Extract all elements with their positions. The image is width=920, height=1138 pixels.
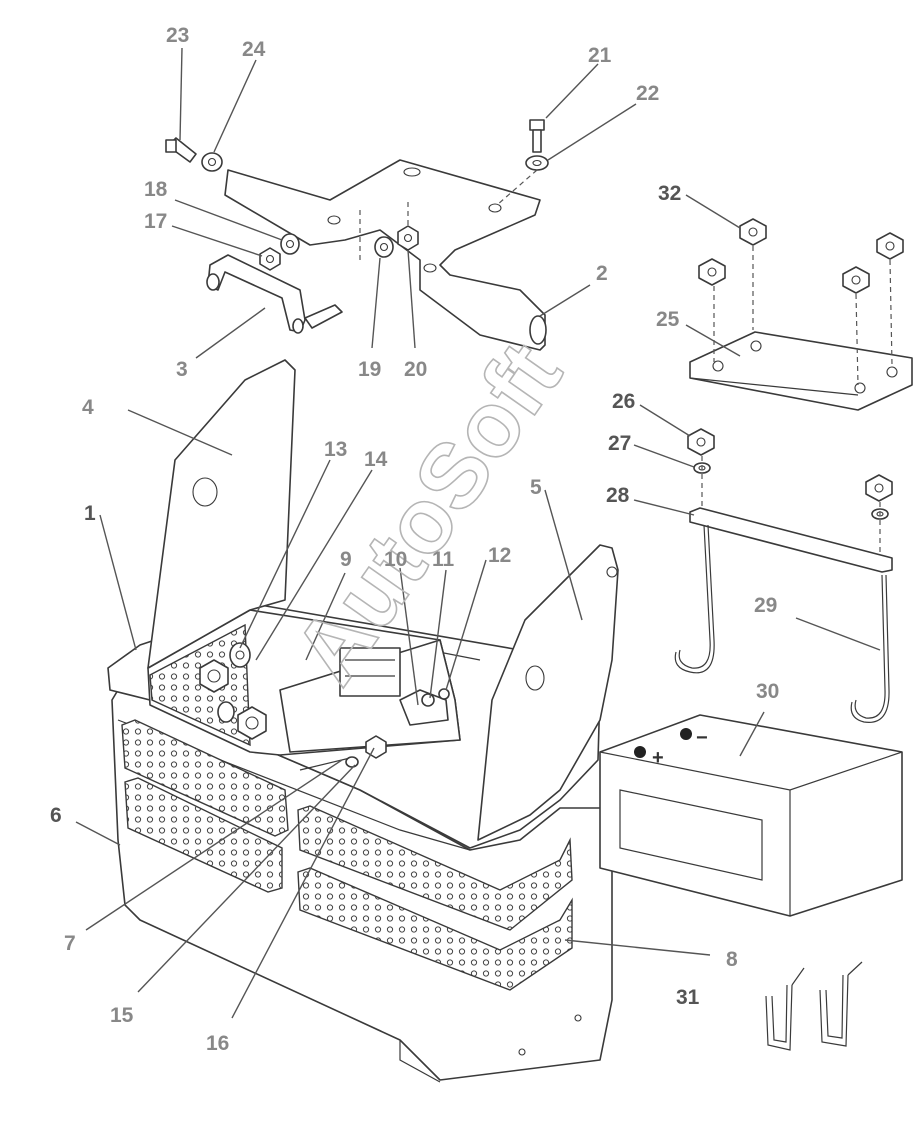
callout-32: 32: [658, 182, 681, 205]
bolt-21: [529, 119, 545, 153]
washer-19: [374, 236, 394, 258]
clamp-bar-28: [689, 507, 893, 573]
washer-24: [201, 152, 223, 172]
callout-3: 3: [176, 358, 188, 381]
callout-26: 26: [612, 390, 635, 413]
positive-symbol: +: [652, 747, 664, 769]
nut-20: [397, 225, 419, 251]
negative-terminal-icon: [680, 728, 692, 740]
grille-upper-right: [297, 805, 573, 931]
callout-30: 30: [756, 680, 779, 703]
callout-24: 24: [242, 38, 266, 61]
callout-2: 2: [596, 262, 608, 285]
callout-4: 4: [82, 396, 94, 419]
bracket-2: [224, 159, 547, 351]
callout-20: 20: [404, 358, 427, 381]
side-plate-right: [477, 544, 619, 841]
callout-18: 18: [144, 178, 168, 201]
side-plate-left: [147, 359, 296, 669]
callout-12: 12: [488, 544, 511, 567]
grille-lower-right: [297, 867, 573, 991]
callout-31: 31: [676, 986, 700, 1009]
callout-numbers: 1 2 3 4 5 6 7 8 9 10 11 12 13 14 15 16 1…: [50, 24, 779, 1055]
callout-17: 17: [144, 210, 167, 233]
basket-nuts: [199, 642, 267, 740]
callout-6: 6: [50, 804, 62, 827]
callout-14: 14: [364, 448, 388, 471]
positive-terminal-icon: [634, 746, 646, 758]
callout-19: 19: [358, 358, 381, 381]
negative-symbol: −: [696, 727, 708, 749]
nuts-32: [698, 218, 904, 294]
callout-21: 21: [588, 44, 612, 67]
bracket-3: [206, 254, 343, 334]
grille-upper-left: [121, 719, 289, 837]
callout-16: 16: [206, 1032, 229, 1055]
nut-17: [259, 247, 281, 271]
washer-18: [280, 233, 300, 255]
washer-22: [525, 155, 549, 171]
terminal-bracket: [399, 688, 450, 726]
callout-9: 9: [340, 548, 352, 571]
callout-5: 5: [530, 476, 542, 499]
callout-27: 27: [608, 432, 631, 455]
washer-27: [693, 462, 889, 520]
leader-lines: [75, 47, 881, 1019]
callout-11: 11: [432, 548, 455, 571]
clips-31: [765, 961, 863, 1051]
callout-7: 7: [64, 932, 76, 955]
callout-22: 22: [636, 82, 659, 105]
callout-10: 10: [384, 548, 407, 571]
callout-28: 28: [606, 484, 630, 507]
battery-30: + −: [599, 714, 903, 917]
callout-8: 8: [726, 948, 738, 971]
hold-down-plate-25: [689, 331, 913, 411]
nut-26: [687, 428, 893, 502]
callout-23: 23: [166, 24, 189, 47]
callout-29: 29: [754, 594, 777, 617]
bolt-23: [165, 137, 197, 163]
grille-lower-left: [124, 777, 283, 893]
callout-15: 15: [110, 1004, 134, 1027]
hook-rods-29: [674, 524, 890, 723]
callout-25: 25: [656, 308, 680, 331]
callout-13: 13: [324, 438, 347, 461]
callout-1: 1: [84, 502, 96, 525]
